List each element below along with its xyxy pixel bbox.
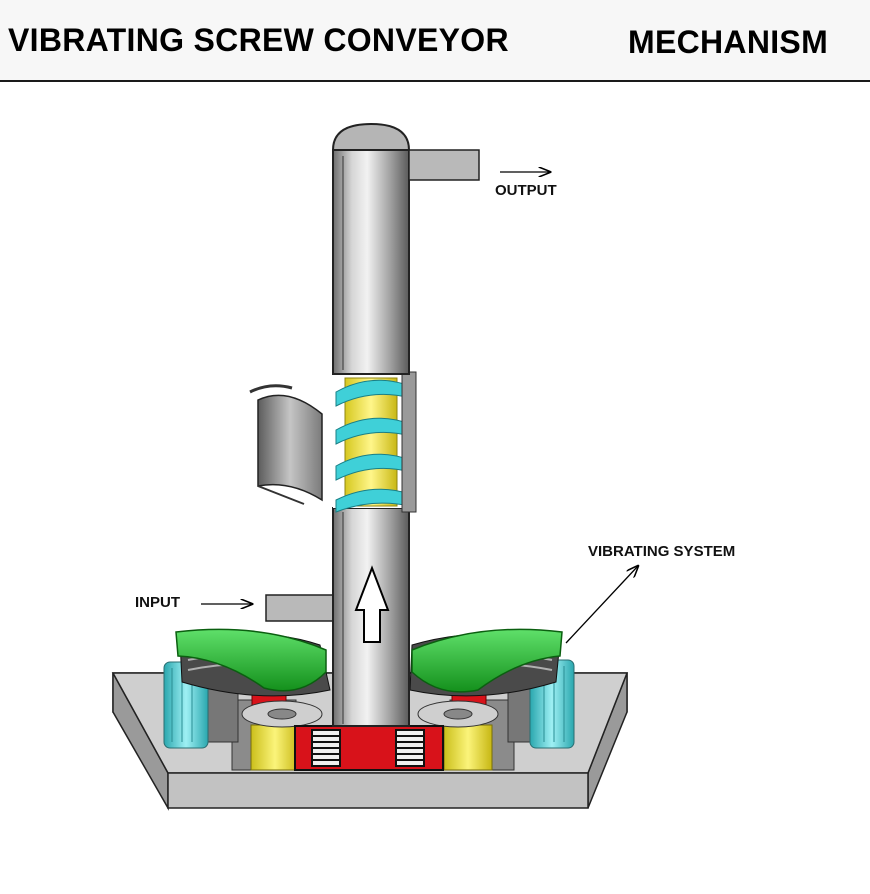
input-label: INPUT <box>135 594 180 611</box>
vibrating-system-label: VIBRATING SYSTEM <box>588 543 736 560</box>
input-chute <box>265 594 335 622</box>
central-coupling <box>294 725 444 771</box>
cutaway-shroud <box>249 384 323 505</box>
spring-left <box>311 729 341 767</box>
title-part1: VIBRATING SCREW CONVEYOR <box>8 22 509 58</box>
right-drive-assembly <box>409 628 575 771</box>
output-chute <box>408 149 480 181</box>
header-bar: VIBRATING SCREW CONVEYOR MECHANISM <box>0 0 870 82</box>
title-part2: MECHANISM <box>628 24 829 60</box>
flow-up-arrow <box>354 565 390 643</box>
spring-right <box>395 729 425 767</box>
upper-pipe <box>331 122 411 375</box>
left-drive-assembly <box>163 628 331 771</box>
screw-section <box>333 371 417 513</box>
vibrating-system-leader <box>565 566 638 644</box>
output-label: OUTPUT <box>495 182 557 199</box>
